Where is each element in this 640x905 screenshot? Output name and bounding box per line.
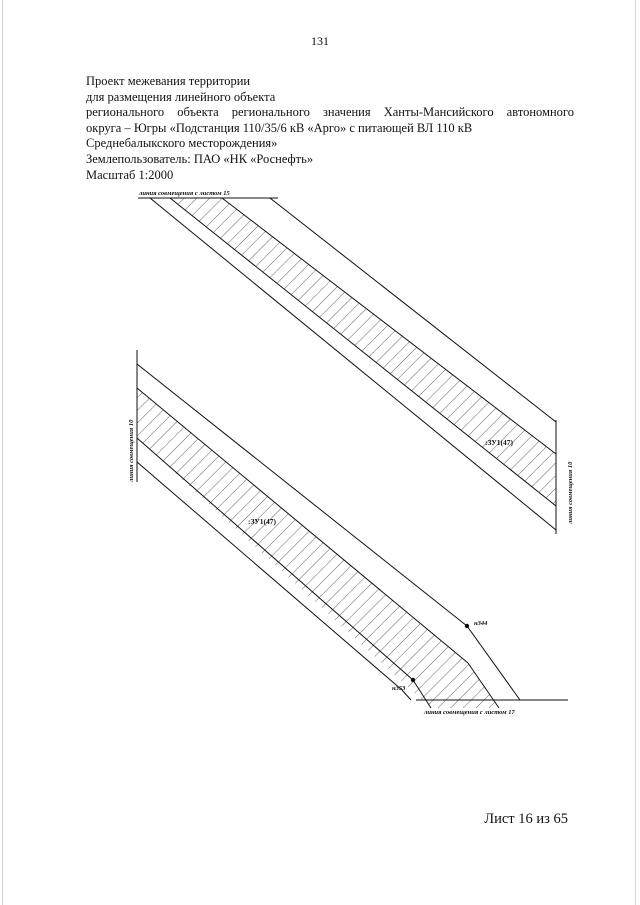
lower-parcel-hatch	[137, 388, 499, 708]
title-line-3: регионального объекта регионального знач…	[86, 105, 574, 120]
parcel-label-lower: :ЗУ1(47)	[248, 517, 277, 526]
lower-outer-boundary	[401, 689, 412, 701]
page-edge-right	[635, 0, 636, 905]
point-label-344: н344	[474, 620, 488, 627]
upper-outer-boundary	[149, 197, 557, 531]
boundary-point-344	[464, 623, 470, 629]
sheet-number-label: Лист 16 из 65	[484, 811, 568, 827]
title-line-4: округа – Югры «Подстанция 110/35/6 кВ «А…	[86, 120, 473, 135]
lower-parcel-boundary	[136, 437, 414, 681]
point-label-353: н353	[392, 685, 406, 692]
upper-strip	[149, 197, 557, 531]
page-edge-left	[2, 0, 3, 905]
land-user-line: Землепользователь: ПАО «НК «Роснефть»	[86, 151, 314, 166]
upper-outer-boundary	[269, 197, 557, 423]
lower-outer-boundary	[136, 363, 468, 627]
match-line-bottom-label: линия совмещения с листом 17	[423, 709, 516, 716]
upper-parcel-boundary	[221, 197, 557, 455]
boundary-point-353	[410, 677, 416, 683]
upper-parcel-boundary	[169, 197, 557, 507]
lower-outer-boundary	[466, 625, 521, 701]
page-number: 131	[311, 34, 329, 48]
title-line-5: Среднебалыкского месторождения»	[86, 136, 278, 151]
lower-outer-boundary	[136, 461, 403, 691]
match-line-top-label: линия совмещения с листом 15	[138, 190, 231, 197]
lower-strip	[136, 363, 521, 709]
scale-line: Масштаб 1:2000	[86, 167, 174, 182]
lower-parcel-boundary	[412, 679, 432, 709]
document-title-block: Проект межевания территории для размещен…	[86, 74, 574, 183]
match-line-left-label: линия совмещения 10	[128, 419, 135, 483]
match-line-right-label: линия совмещения 10	[567, 461, 574, 525]
title-line-2: для размещения линейного объекта	[86, 89, 276, 104]
title-line-1: Проект межевания территории	[86, 74, 251, 88]
lower-parcel-boundary	[136, 387, 469, 664]
parcel-label-upper: :ЗУ1(47)	[485, 438, 514, 447]
